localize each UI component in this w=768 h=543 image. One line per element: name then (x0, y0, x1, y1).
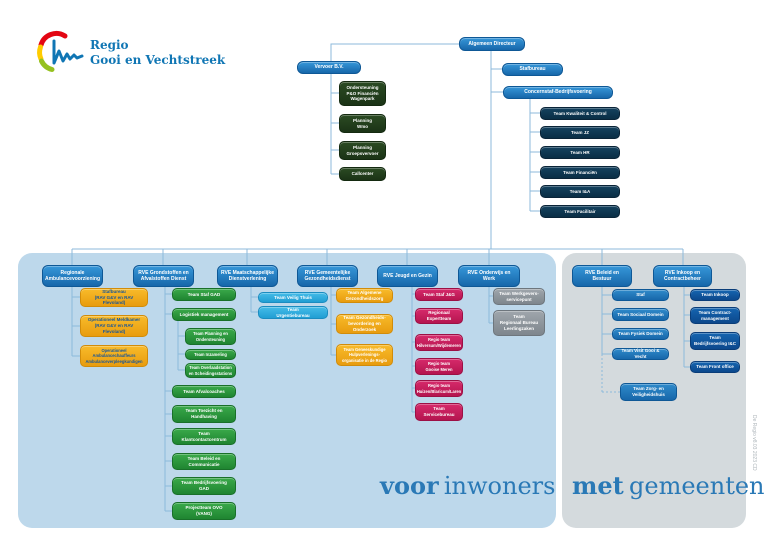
node-algemeen-directeur: Algemeen Directeur (459, 37, 525, 51)
node-team-front-office: Team Front office (690, 361, 740, 373)
node-team-gezondheidsbevordering: Team Gezondheids- bevordering en Onderzo… (336, 314, 393, 334)
node-team-staf-gad: Team Staf GAD (172, 288, 236, 301)
header-rve-jeugd-en-gezin: RVE Jeugd en Gezin (377, 265, 438, 287)
header-rve-maatschappelijke-dienstverlening: RVE Maatschappelijke Dienstverlening (217, 265, 278, 287)
node-team-bedrijfsvoering-ic: Team Bedrijfsvoering I&C (690, 332, 740, 350)
node-regioteam-hilversum-wijdemeren: Regio team Hilversum/Wijdemeren (415, 334, 463, 351)
logo-line1: Regio (90, 38, 129, 52)
node-team-staf-jg: Team Staf J&G (415, 288, 463, 301)
node-team-toezicht-handhaving: Team Toezicht en Handhaving (172, 405, 236, 423)
node-team-fysiek-domein: Team Fysiek Domein (612, 328, 669, 340)
node-vervoer-bv: Vervoer B.V. (297, 61, 361, 74)
node-team-inzameling: Team Inzameling (185, 349, 236, 360)
node-team-beleid-communicatie: Team Beleid en Communicatie (172, 453, 236, 470)
node-team-financien: Team Financiën (540, 166, 620, 179)
logo-line2: Gooi en Vechtstreek (90, 53, 226, 67)
header-rve-beleid-en-bestuur: RVE Beleid en Bestuur (572, 265, 632, 287)
tagline-gemeenten: gemeenten (629, 472, 765, 500)
node-team-planning-ondersteuning: Team Planning en Ondersteuning (185, 328, 236, 345)
node-regioteam-gooise-meren: Regio team Gooise Meren (415, 358, 463, 375)
node-team-facilitair: Team Facilitair (540, 205, 620, 218)
node-regioteam-huizen-blaricum-laren: Regio team Huizen/Blaricum/Laren (415, 380, 463, 397)
version-watermark: De Regio v8.03 2023 CD (751, 415, 757, 471)
node-bb-staf: Staf (612, 289, 669, 301)
regio-logo-text: Regio Gooi en Vechtstreek (90, 38, 225, 68)
node-team-hr: Team HR (540, 146, 620, 159)
node-team-klantcontactcentrum: Team Klantcontactcentrum (172, 428, 236, 445)
node-vervoer-ondersteuning: Ondersteuning P&O Financiën Wagenpark (339, 81, 386, 106)
node-team-zorg-veiligheidshuis: Team Zorg- en Veiligheidshuis (620, 383, 677, 401)
node-team-ia: Team I&A (540, 185, 620, 198)
node-rav-meldkamer: Operationeel Meldkamer (RAV G&V en RAV F… (80, 315, 148, 337)
node-team-veilig-thuis: Team Veilig Thuis (258, 292, 328, 303)
tagline-met: met (572, 471, 624, 500)
header-regionale-ambulancevoorziening: Regionale Ambulancevoorziening (42, 265, 103, 287)
node-team-visit-gooi-vecht: Team Visit Gooi & Vecht (612, 348, 669, 360)
node-team-urgentiebureau: Team Urgentiebureau (258, 306, 328, 319)
node-planning-wmo: Planning Wmo (339, 114, 386, 133)
node-team-sociaal-domein: Team Sociaal Domein (612, 308, 669, 321)
header-rve-onderwijs-en-werk: RVE Onderwijs en Werk (458, 265, 520, 287)
tagline-inwoners: inwoners (443, 472, 556, 500)
node-team-jz: Team JZ (540, 126, 620, 139)
node-concernstaf: Concernstaf-Bedrijfsvoering (503, 86, 613, 99)
node-team-bedrijfsvoering-gad: Team Bedrijfsvoering GAD (172, 477, 236, 495)
node-callcenter: Callcenter (339, 167, 386, 181)
regio-logo: Regio Gooi en Vechtstreek (34, 30, 225, 76)
node-stafbureau: Stafbureau (502, 63, 563, 76)
node-rav-stafbureau: Stafbureau (RAV G&V en RAV Flevoland) (80, 288, 148, 307)
node-team-afvalcoaches: Team Afvalcoaches (172, 385, 236, 398)
node-team-servicebureau: Team Servicebureau (415, 403, 463, 421)
node-team-contractmanagement: Team Contract- management (690, 307, 740, 324)
node-team-algemene-gezondheidszorg: Team Algemene Gezondheidszorg (336, 288, 393, 303)
header-rve-ggd: RVE Gemeentelijke Gezondheidsdienst (297, 265, 358, 287)
header-rve-gad: RVE Grondstoffen en Afvalstoffen Dienst (133, 265, 194, 287)
node-team-ghor: Team Geneeskundige Hulpverlenings- organ… (336, 344, 393, 366)
node-rav-operationeel: Operationeel Ambulancechauffeurs Ambulan… (80, 345, 148, 367)
node-planning-groepsvervoer: Planning Groepsvervoer (339, 141, 386, 160)
node-team-inkoop: Team Inkoop (690, 289, 740, 301)
node-team-werkgeversservicepunt: Team Werkgevers- servicepunt (493, 288, 545, 305)
node-projectteam-ovo: Projectteam OVO (VANG) (172, 502, 236, 520)
node-regionaal-expertteam: Regionaal Expertteam (415, 308, 463, 324)
node-logistiek-management: Logistiek management (172, 308, 236, 321)
node-team-kwaliteit-control: Team Kwaliteit & Control (540, 107, 620, 120)
node-team-regionaal-bureau-leerlingzaken: Team Regionaal Bureau Leerlingzaken (493, 310, 545, 336)
header-rve-inkoop-en-contractbeheer: RVE Inkoop en Contractbeheer (653, 265, 712, 287)
node-team-overlaadstation: Team Overlaadstation en Scheidingsstatio… (185, 363, 236, 378)
regio-logo-icon (37, 30, 84, 72)
tagline-voor: voor (380, 471, 439, 500)
